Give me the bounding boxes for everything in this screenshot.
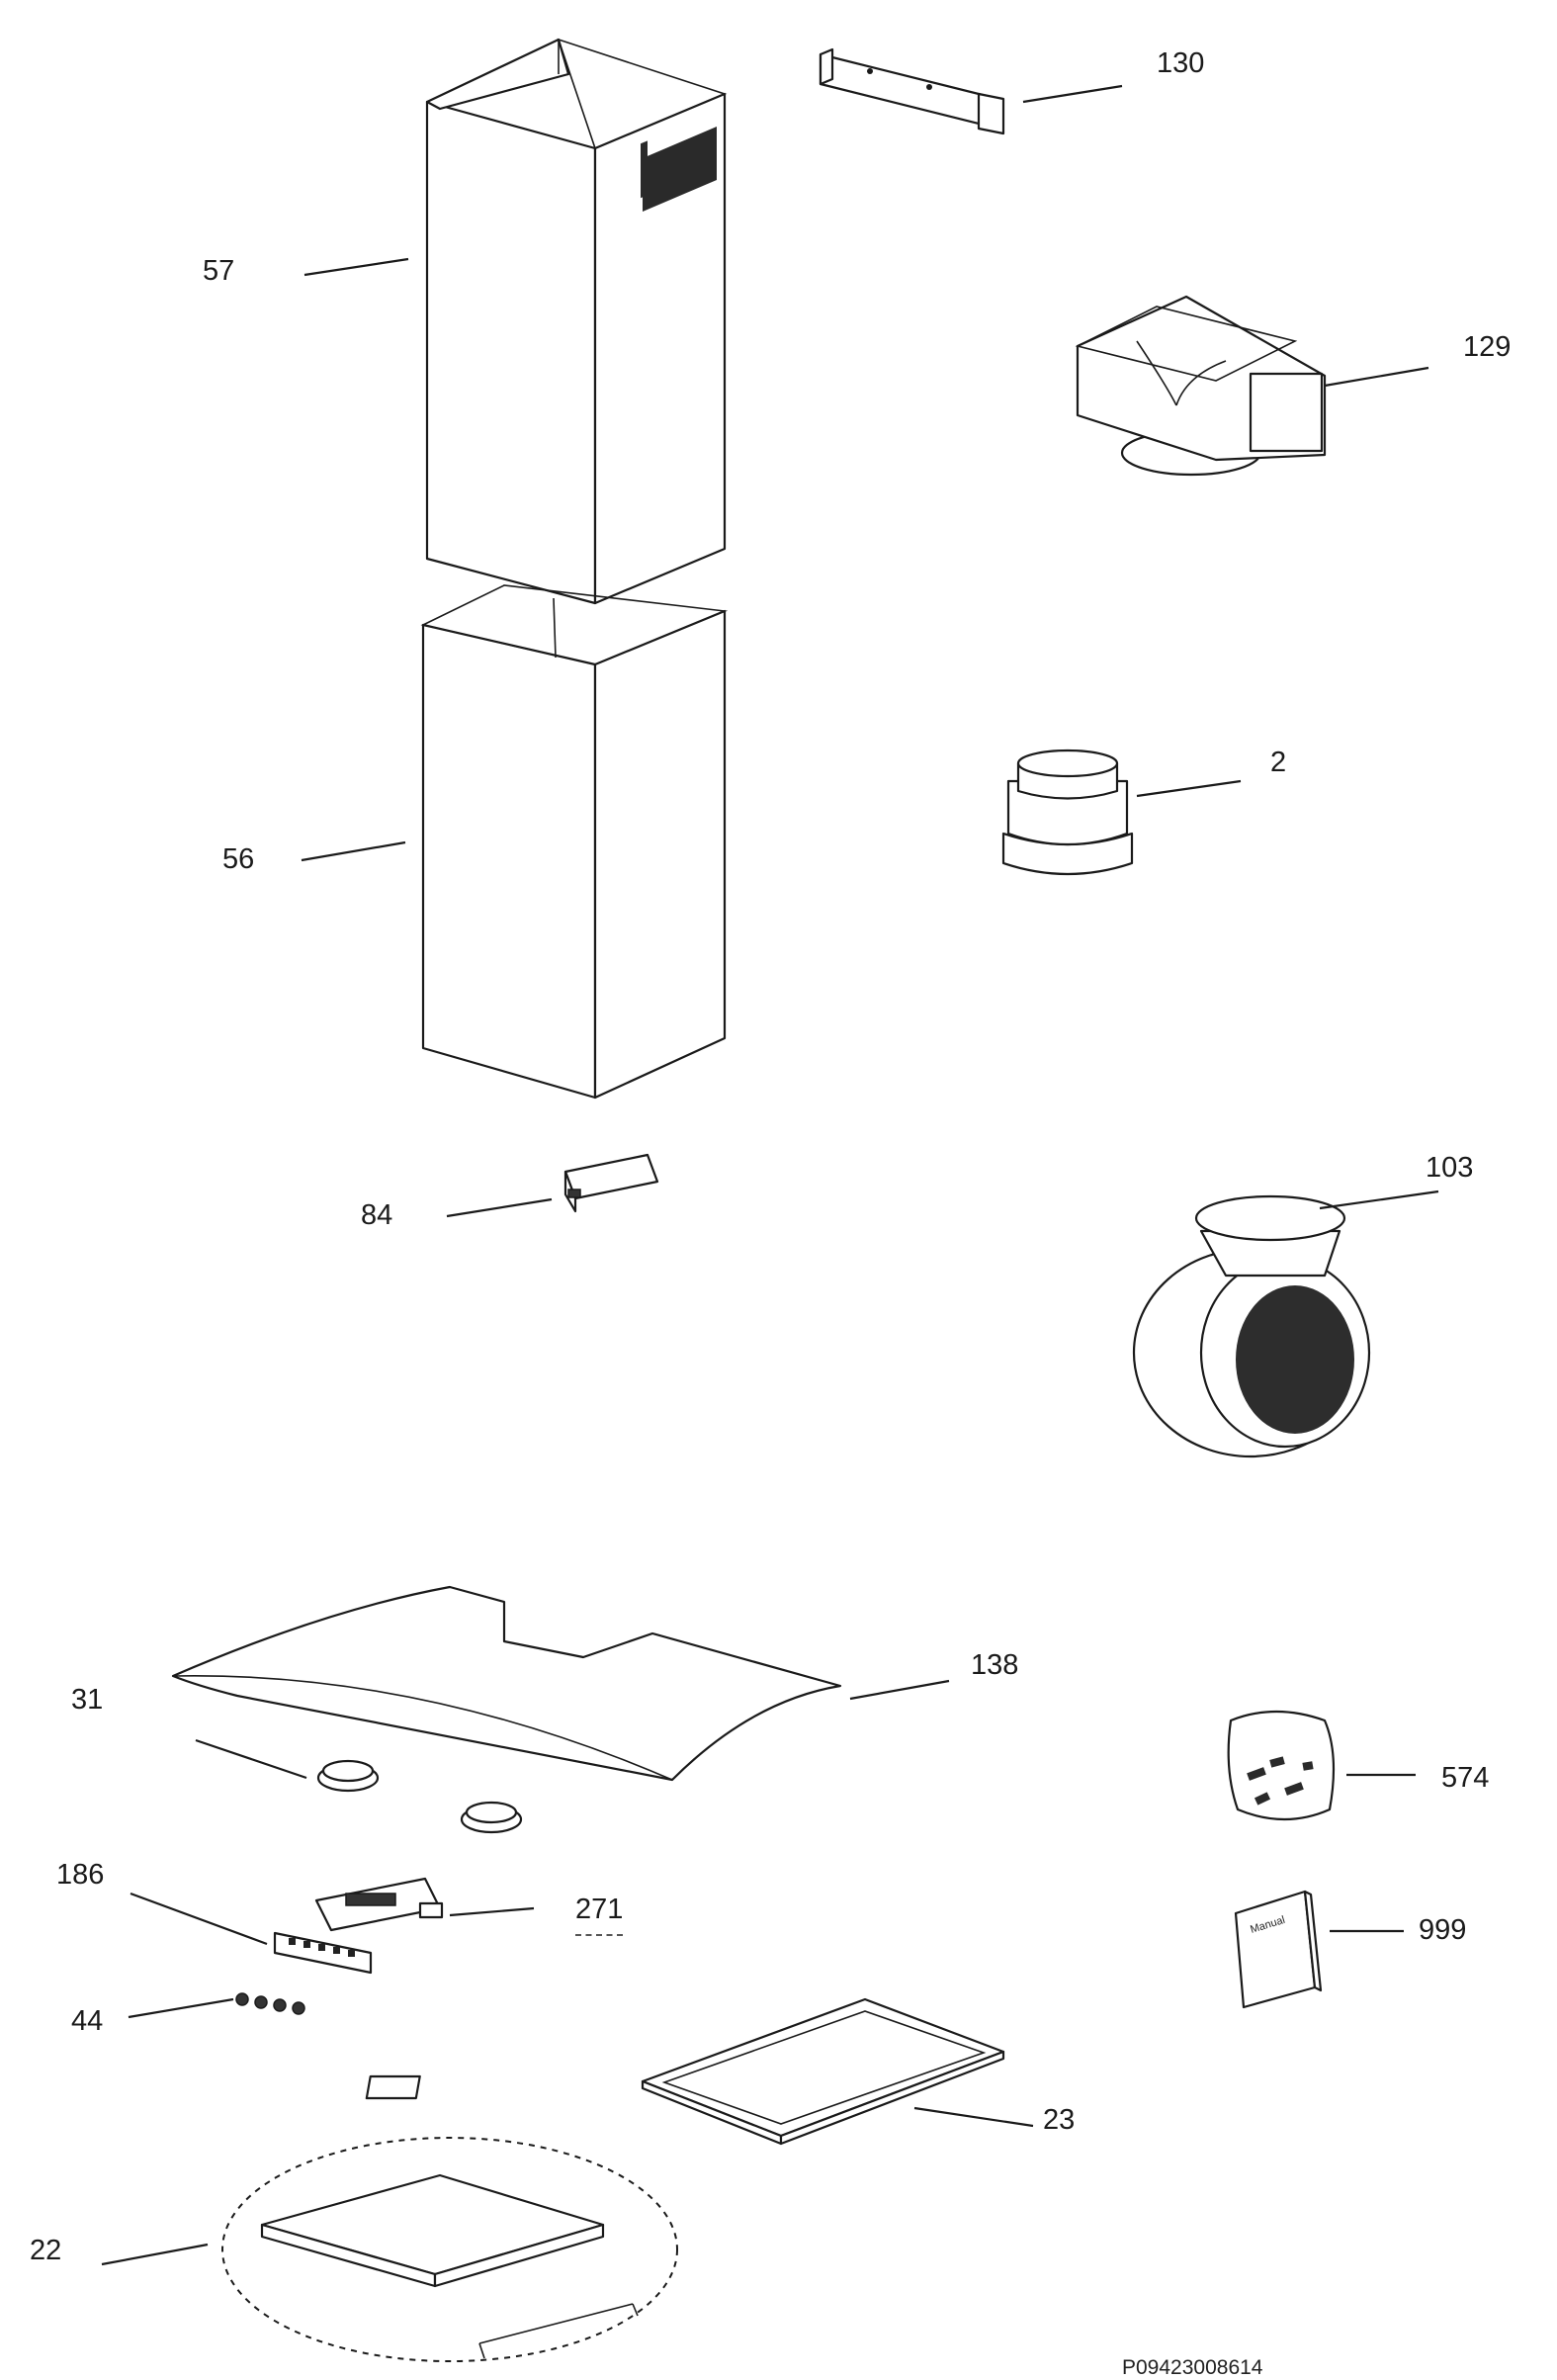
glass-canopy bbox=[171, 1585, 842, 1782]
label-23: 23 bbox=[1043, 2104, 1076, 2136]
leader-31 bbox=[195, 1738, 307, 1780]
leader-56 bbox=[301, 840, 406, 862]
label-2: 2 bbox=[1270, 747, 1287, 778]
leader-130 bbox=[1022, 84, 1123, 104]
leader-129 bbox=[1324, 366, 1429, 388]
leader-186 bbox=[130, 1892, 268, 1946]
leader-271 bbox=[449, 1906, 535, 1917]
label-271: 271 bbox=[575, 1895, 624, 1936]
leader-103 bbox=[1319, 1190, 1439, 1210]
manual: Manual bbox=[1234, 1890, 1323, 2009]
leader-2 bbox=[1136, 779, 1242, 798]
wall-bracket bbox=[819, 47, 1005, 135]
leader-22 bbox=[101, 2243, 209, 2266]
label-56: 56 bbox=[222, 843, 255, 875]
leader-lines bbox=[101, 84, 1439, 2266]
upper-chimney bbox=[425, 38, 728, 605]
label-574: 574 bbox=[1441, 1762, 1490, 1794]
grease-filter bbox=[365, 1997, 1005, 2146]
label-44: 44 bbox=[71, 2005, 104, 2037]
label-103: 103 bbox=[1426, 1152, 1474, 1184]
air-deflector bbox=[1075, 295, 1327, 477]
buttons bbox=[235, 1992, 305, 2015]
drawing-code: P09423008614 bbox=[1122, 2356, 1263, 2379]
label-22: 22 bbox=[30, 2235, 62, 2266]
duct-reducer bbox=[1001, 749, 1134, 876]
motor-fan-unit bbox=[1132, 1194, 1371, 1458]
carbon-filter-kit bbox=[221, 2137, 678, 2362]
label-57: 57 bbox=[203, 255, 235, 287]
lower-chimney bbox=[420, 584, 729, 1100]
leader-23 bbox=[913, 2106, 1034, 2128]
upper-chimney-vent bbox=[643, 127, 717, 212]
leader-84 bbox=[446, 1197, 553, 1218]
label-999: 999 bbox=[1419, 1914, 1467, 1946]
label-84: 84 bbox=[361, 1199, 393, 1231]
leader-44 bbox=[128, 1997, 234, 2019]
label-130: 130 bbox=[1157, 47, 1205, 79]
label-186: 186 bbox=[56, 1859, 105, 1891]
control-board bbox=[314, 1877, 444, 1932]
transformer bbox=[563, 1153, 659, 1213]
label-129: 129 bbox=[1463, 331, 1512, 363]
leader-57 bbox=[303, 257, 409, 277]
accessory-bag bbox=[1227, 1710, 1336, 1821]
knobs bbox=[316, 1759, 523, 1834]
leader-138 bbox=[849, 1679, 950, 1701]
label-138: 138 bbox=[971, 1649, 1019, 1681]
switch-strip bbox=[273, 1931, 373, 1975]
label-31: 31 bbox=[71, 1684, 104, 1716]
